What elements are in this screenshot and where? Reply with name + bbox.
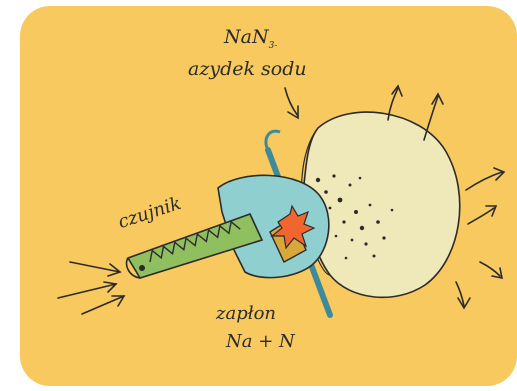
reaction-products-label: Na + N (226, 331, 295, 352)
sodium-azide-label: azydek sodu (188, 58, 307, 80)
formula-main: NaN (224, 26, 269, 48)
impact-arrows (58, 262, 124, 314)
rod-hook (266, 131, 280, 150)
formula-subscript: 3- (269, 41, 278, 51)
chemical-formula-label: NaN3- (224, 26, 277, 48)
gas-bag (304, 112, 460, 297)
sensor-ball (139, 265, 145, 271)
label-pointer-arrow (285, 88, 298, 118)
ignition-label: zapłon (216, 303, 276, 324)
